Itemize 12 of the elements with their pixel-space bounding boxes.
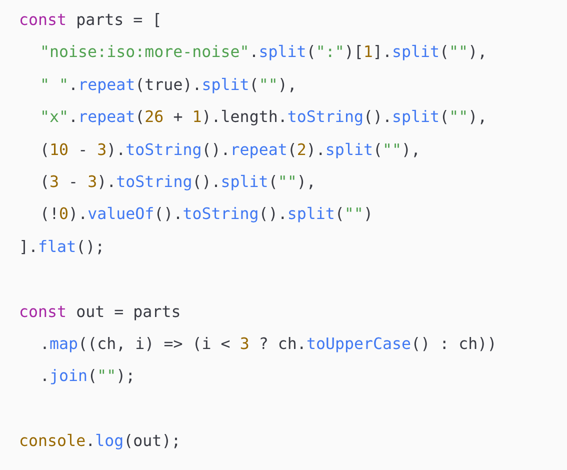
code-line: .join("");	[40, 365, 136, 388]
code-line: const parts = [	[19, 9, 162, 31]
code-line: .map((ch, i) => (i < 3 ? ch.toUpperCase() : ch))	[40, 332, 497, 355]
code-line: " ".repeat(true).split(""),	[40, 74, 297, 96]
code-line: const out = parts	[19, 300, 181, 323]
code-line: (3 - 3).toString().split(""),	[40, 170, 316, 193]
code-line: (!0).valueOf().toString().split("")	[40, 203, 373, 226]
code-line: "x".repeat(26 + 1).length.toString().split(""),	[40, 106, 488, 128]
code-line: "noise:iso:more-noise".split(":")[1].split(""),	[40, 41, 488, 64]
code-line: (10 - 3).toString().repeat(2).split(""),	[40, 138, 421, 161]
code-line: console.log(out);	[19, 430, 181, 452]
code-line: ].flat();	[19, 236, 105, 258]
